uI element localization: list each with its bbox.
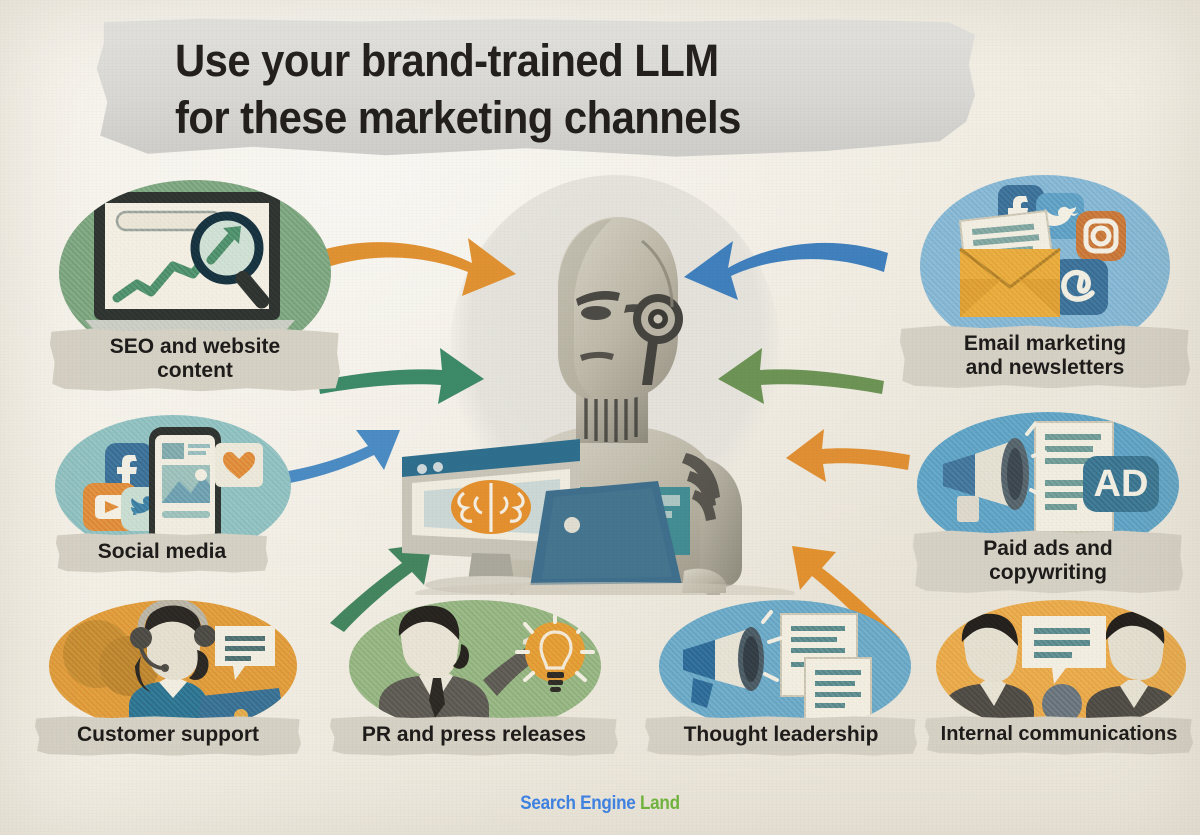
robot-eye: [581, 306, 611, 320]
center-robot-node: [390, 195, 810, 595]
label-email-marketing[interactable]: Email marketing and newsletters: [900, 325, 1190, 389]
robot-eye-2: [624, 304, 654, 317]
label-paid-ads[interactable]: Paid ads and copywriting: [913, 530, 1183, 594]
megaphone-icon: [942, 422, 1047, 522]
internal-comms-circle: [936, 600, 1186, 732]
heart-icon: [215, 443, 263, 487]
logo-primary-text: Search Engine: [520, 793, 636, 814]
robot-chest-bars: [586, 495, 680, 542]
document-2-icon: [804, 657, 872, 723]
twitter-icon: [1036, 193, 1084, 239]
internal-comms-illustration: [944, 611, 1180, 732]
robot-face-shadow: [558, 219, 612, 399]
robot-head: [558, 217, 678, 399]
channel-email-marketing[interactable]: Email marketing and newsletters: [900, 175, 1190, 395]
channel-pr-press[interactable]: PR and press releases: [330, 600, 620, 775]
document-icon: [1033, 421, 1114, 533]
letter-icon: [958, 209, 1056, 281]
label-social-media-text: Social media: [97, 540, 227, 563]
label-seo-line1: SEO and website: [109, 335, 281, 358]
trend-up-icon: [112, 231, 228, 303]
envelope-icon: [959, 247, 1061, 317]
thought-leadership-illustration: [683, 610, 872, 723]
youtube-icon: [83, 483, 137, 531]
robot-neck-cables: [584, 386, 638, 442]
channel-thought-leadership[interactable]: Thought leadership: [645, 600, 925, 775]
magnifier-icon: [190, 211, 270, 309]
customer-support-circle: [48, 600, 297, 732]
label-thought-leadership[interactable]: Thought leadership: [645, 716, 917, 756]
label-email-line2: and newsletters: [965, 355, 1125, 379]
label-paid-ads-line1: Paid ads and: [983, 537, 1113, 560]
chat-bubble-icon: [214, 626, 275, 680]
label-customer-support[interactable]: Customer support: [35, 716, 301, 756]
title-banner: [96, 18, 975, 157]
title-line-1: Use your brand-trained LLM: [175, 35, 719, 86]
label-seo[interactable]: SEO and website content: [50, 328, 340, 392]
label-social-media[interactable]: Social media: [56, 533, 268, 573]
channel-internal-comms[interactable]: Internal communications: [925, 600, 1197, 775]
desktop-monitor: [402, 439, 580, 594]
two-people-icon: [944, 611, 1180, 732]
label-pr-press-text: PR and press releases: [361, 723, 587, 746]
browser-window-icon: [94, 192, 280, 320]
robot-mouth: [580, 351, 614, 361]
robot-illustration: [402, 217, 795, 595]
channel-seo[interactable]: SEO and website content: [50, 180, 340, 395]
robot-torso: [510, 427, 720, 595]
robot-brow: [576, 291, 620, 306]
facebook-icon: [105, 443, 153, 491]
channel-social-media[interactable]: Social media: [48, 415, 298, 590]
pr-press-circle: [349, 600, 601, 732]
at-sign-icon: [1052, 259, 1108, 315]
robot-neck: [576, 381, 648, 443]
robot-shoulder-joint: [682, 453, 720, 521]
customer-support-illustration: [62, 600, 287, 732]
channel-customer-support[interactable]: Customer support: [35, 600, 310, 775]
brain-icon: [451, 480, 531, 534]
search-engine-land-logo[interactable]: Search Engine Land: [60, 793, 1140, 815]
label-customer-support-text: Customer support: [76, 723, 259, 746]
bg-person-icon: [62, 620, 131, 688]
label-pr-press[interactable]: PR and press releases: [330, 716, 618, 756]
businessman-icon: [379, 605, 549, 732]
desk-shadow: [415, 582, 795, 595]
facebook-icon: [998, 185, 1044, 231]
smartphone-icon: [149, 427, 221, 547]
robot-ear-ring: [641, 302, 675, 336]
title-line-2: for these marketing channels: [175, 92, 741, 144]
label-email-line1: Email marketing: [963, 332, 1127, 355]
laptop: [512, 481, 708, 595]
robot-chest-panel: [558, 487, 690, 555]
label-seo-line2: content: [157, 358, 233, 382]
logo-secondary-text: Land: [639, 793, 680, 814]
svg-text:AD: AD: [1093, 463, 1148, 505]
robot-ear-module: [633, 294, 683, 344]
label-internal-comms-text: Internal communications: [940, 723, 1178, 745]
chat-bubble-icon: [1022, 616, 1106, 684]
bg-person-2-icon: [98, 636, 159, 696]
headset-agent-icon: [128, 600, 216, 732]
robot-arm: [690, 455, 742, 588]
robot-ear-stem: [642, 341, 658, 385]
robot-head-seam: [641, 239, 674, 308]
channel-paid-ads[interactable]: AD Paid ads and copywriting: [905, 412, 1190, 602]
robot-ear-core: [653, 314, 663, 324]
instagram-icon: [1076, 211, 1126, 261]
twitter-icon: [121, 487, 167, 531]
page-title: Use your brand-trained LLM for these mar…: [175, 32, 845, 146]
document-icon: [780, 613, 858, 697]
robot-ear-inner: [648, 309, 668, 329]
pr-press-illustration: [379, 605, 595, 732]
label-internal-comms[interactable]: Internal communications: [925, 716, 1193, 755]
lightbulb-icon: [515, 610, 595, 692]
ad-badge-icon: AD: [1082, 456, 1159, 512]
megaphone-icon: [683, 610, 783, 708]
label-paid-ads-line2: copywriting: [989, 560, 1107, 584]
thought-leadership-circle: [659, 600, 911, 732]
label-thought-leadership-text: Thought leadership: [683, 723, 879, 746]
robot-hand: [682, 568, 726, 593]
